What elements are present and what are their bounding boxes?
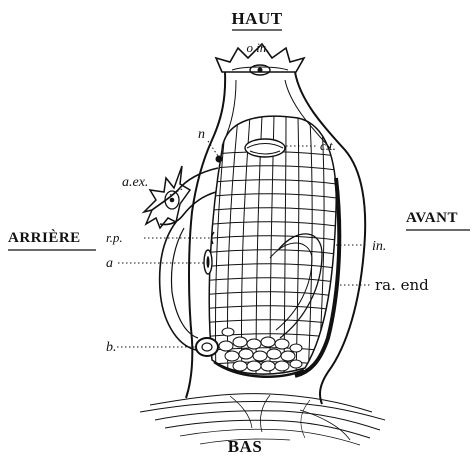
intestine (270, 234, 322, 338)
ciliated-tubercle (245, 139, 285, 157)
orientation-left-label: ARRIÈRE (8, 229, 81, 246)
base-opening (196, 338, 218, 356)
label-atrial-siphon: a.ex. (122, 175, 148, 190)
orientation-right-label: AVANT (406, 210, 458, 226)
substrate-rock (140, 394, 385, 445)
egg-mass (214, 328, 304, 377)
label-endostyle: ra. end (375, 276, 429, 294)
label-peripharyngeal-band: r.p. (106, 230, 123, 245)
anus (204, 250, 212, 274)
label-base: b. (106, 340, 117, 355)
label-neural-gland: n (198, 127, 205, 142)
label-intestine: in. (372, 239, 386, 254)
orientation-top-label: HAUT (231, 9, 282, 28)
label-oral-siphon: o.in. (246, 40, 269, 55)
label-ciliated-tubercle: c.t. (320, 138, 336, 153)
orientation-bottom-label: BAS (228, 437, 263, 456)
label-anus: a (106, 256, 113, 271)
